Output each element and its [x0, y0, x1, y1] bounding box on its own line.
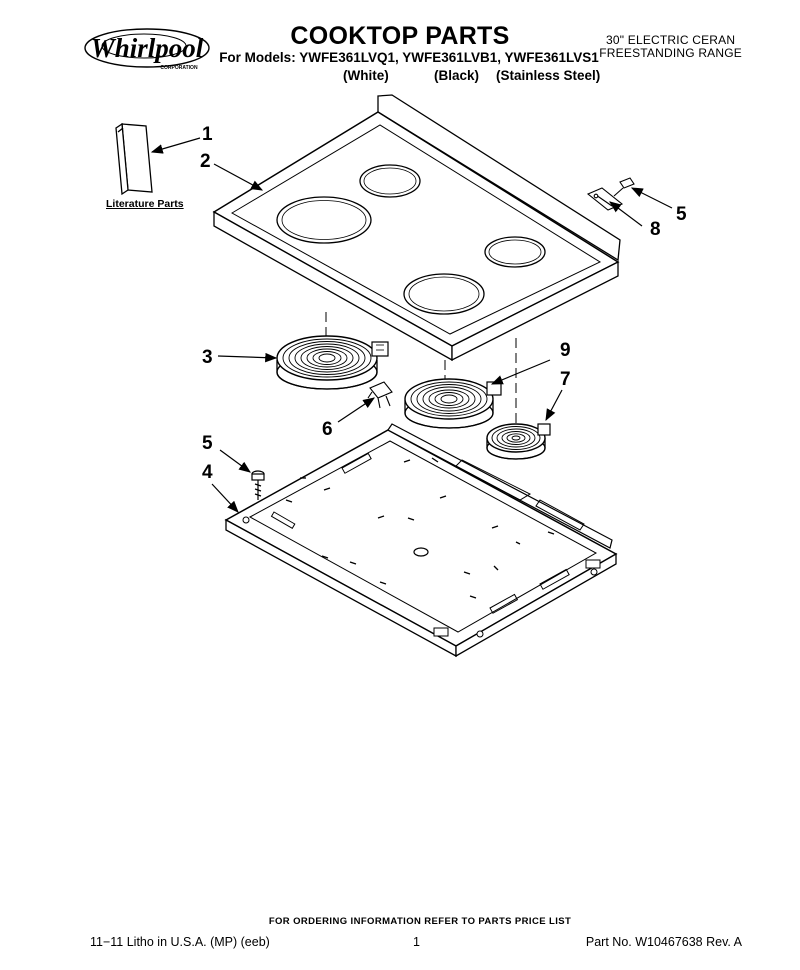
- medium-radiant-element: [404, 378, 502, 429]
- burner-support-pan: [224, 423, 618, 658]
- leader-arrows: [150, 137, 673, 513]
- clip-part-6: [367, 381, 393, 409]
- range-line-1: 30" ELECTRIC CERAN: [606, 33, 736, 47]
- literature-booklet: [115, 122, 153, 196]
- callout-3: 3: [202, 347, 213, 368]
- literature-parts-label: Literature Parts: [106, 198, 184, 210]
- callout-6: 6: [322, 419, 333, 440]
- callout-4: 4: [202, 462, 213, 483]
- part-number: Part No. W10467638 Rev. A: [585, 935, 742, 949]
- screw-part-5-lower: [251, 470, 265, 500]
- callout-2: 2: [200, 151, 211, 172]
- page-title: COOKTOP PARTS: [290, 22, 510, 50]
- logo-subtext: CORPORATION: [160, 65, 198, 71]
- callout-5-lower: 5: [202, 433, 213, 454]
- ordering-info: FOR ORDERING INFORMATION REFER TO PARTS …: [268, 916, 572, 927]
- small-radiant-element: [486, 423, 551, 460]
- callout-9: 9: [560, 340, 571, 361]
- models-line: For Models: YWFE361LVQ1, YWFE361LVB1, YW…: [219, 50, 599, 65]
- litho-info: 11−11 Litho in U.S.A. (MP) (eeb): [90, 935, 270, 949]
- variant-white: (White): [343, 68, 389, 83]
- variant-black: (Black): [434, 68, 480, 83]
- callout-8: 8: [650, 219, 661, 240]
- large-radiant-element: [276, 335, 389, 390]
- callout-5-top: 5: [676, 204, 687, 225]
- cooktop-top: [212, 94, 621, 362]
- range-line-2: FREESTANDING RANGE: [599, 46, 742, 60]
- bracket-part-8: [586, 177, 635, 211]
- whirlpool-logo: Whirlpool CORPORATION: [84, 28, 210, 72]
- range-description: 30" ELECTRIC CERAN FREESTANDING RANGE: [599, 34, 742, 60]
- page-number: 1: [413, 935, 420, 949]
- callout-1: 1: [202, 124, 213, 145]
- logo-wordmark: Whirlpool: [91, 33, 204, 63]
- callout-7: 7: [560, 369, 571, 390]
- variant-stainless: (Stainless Steel): [496, 68, 601, 83]
